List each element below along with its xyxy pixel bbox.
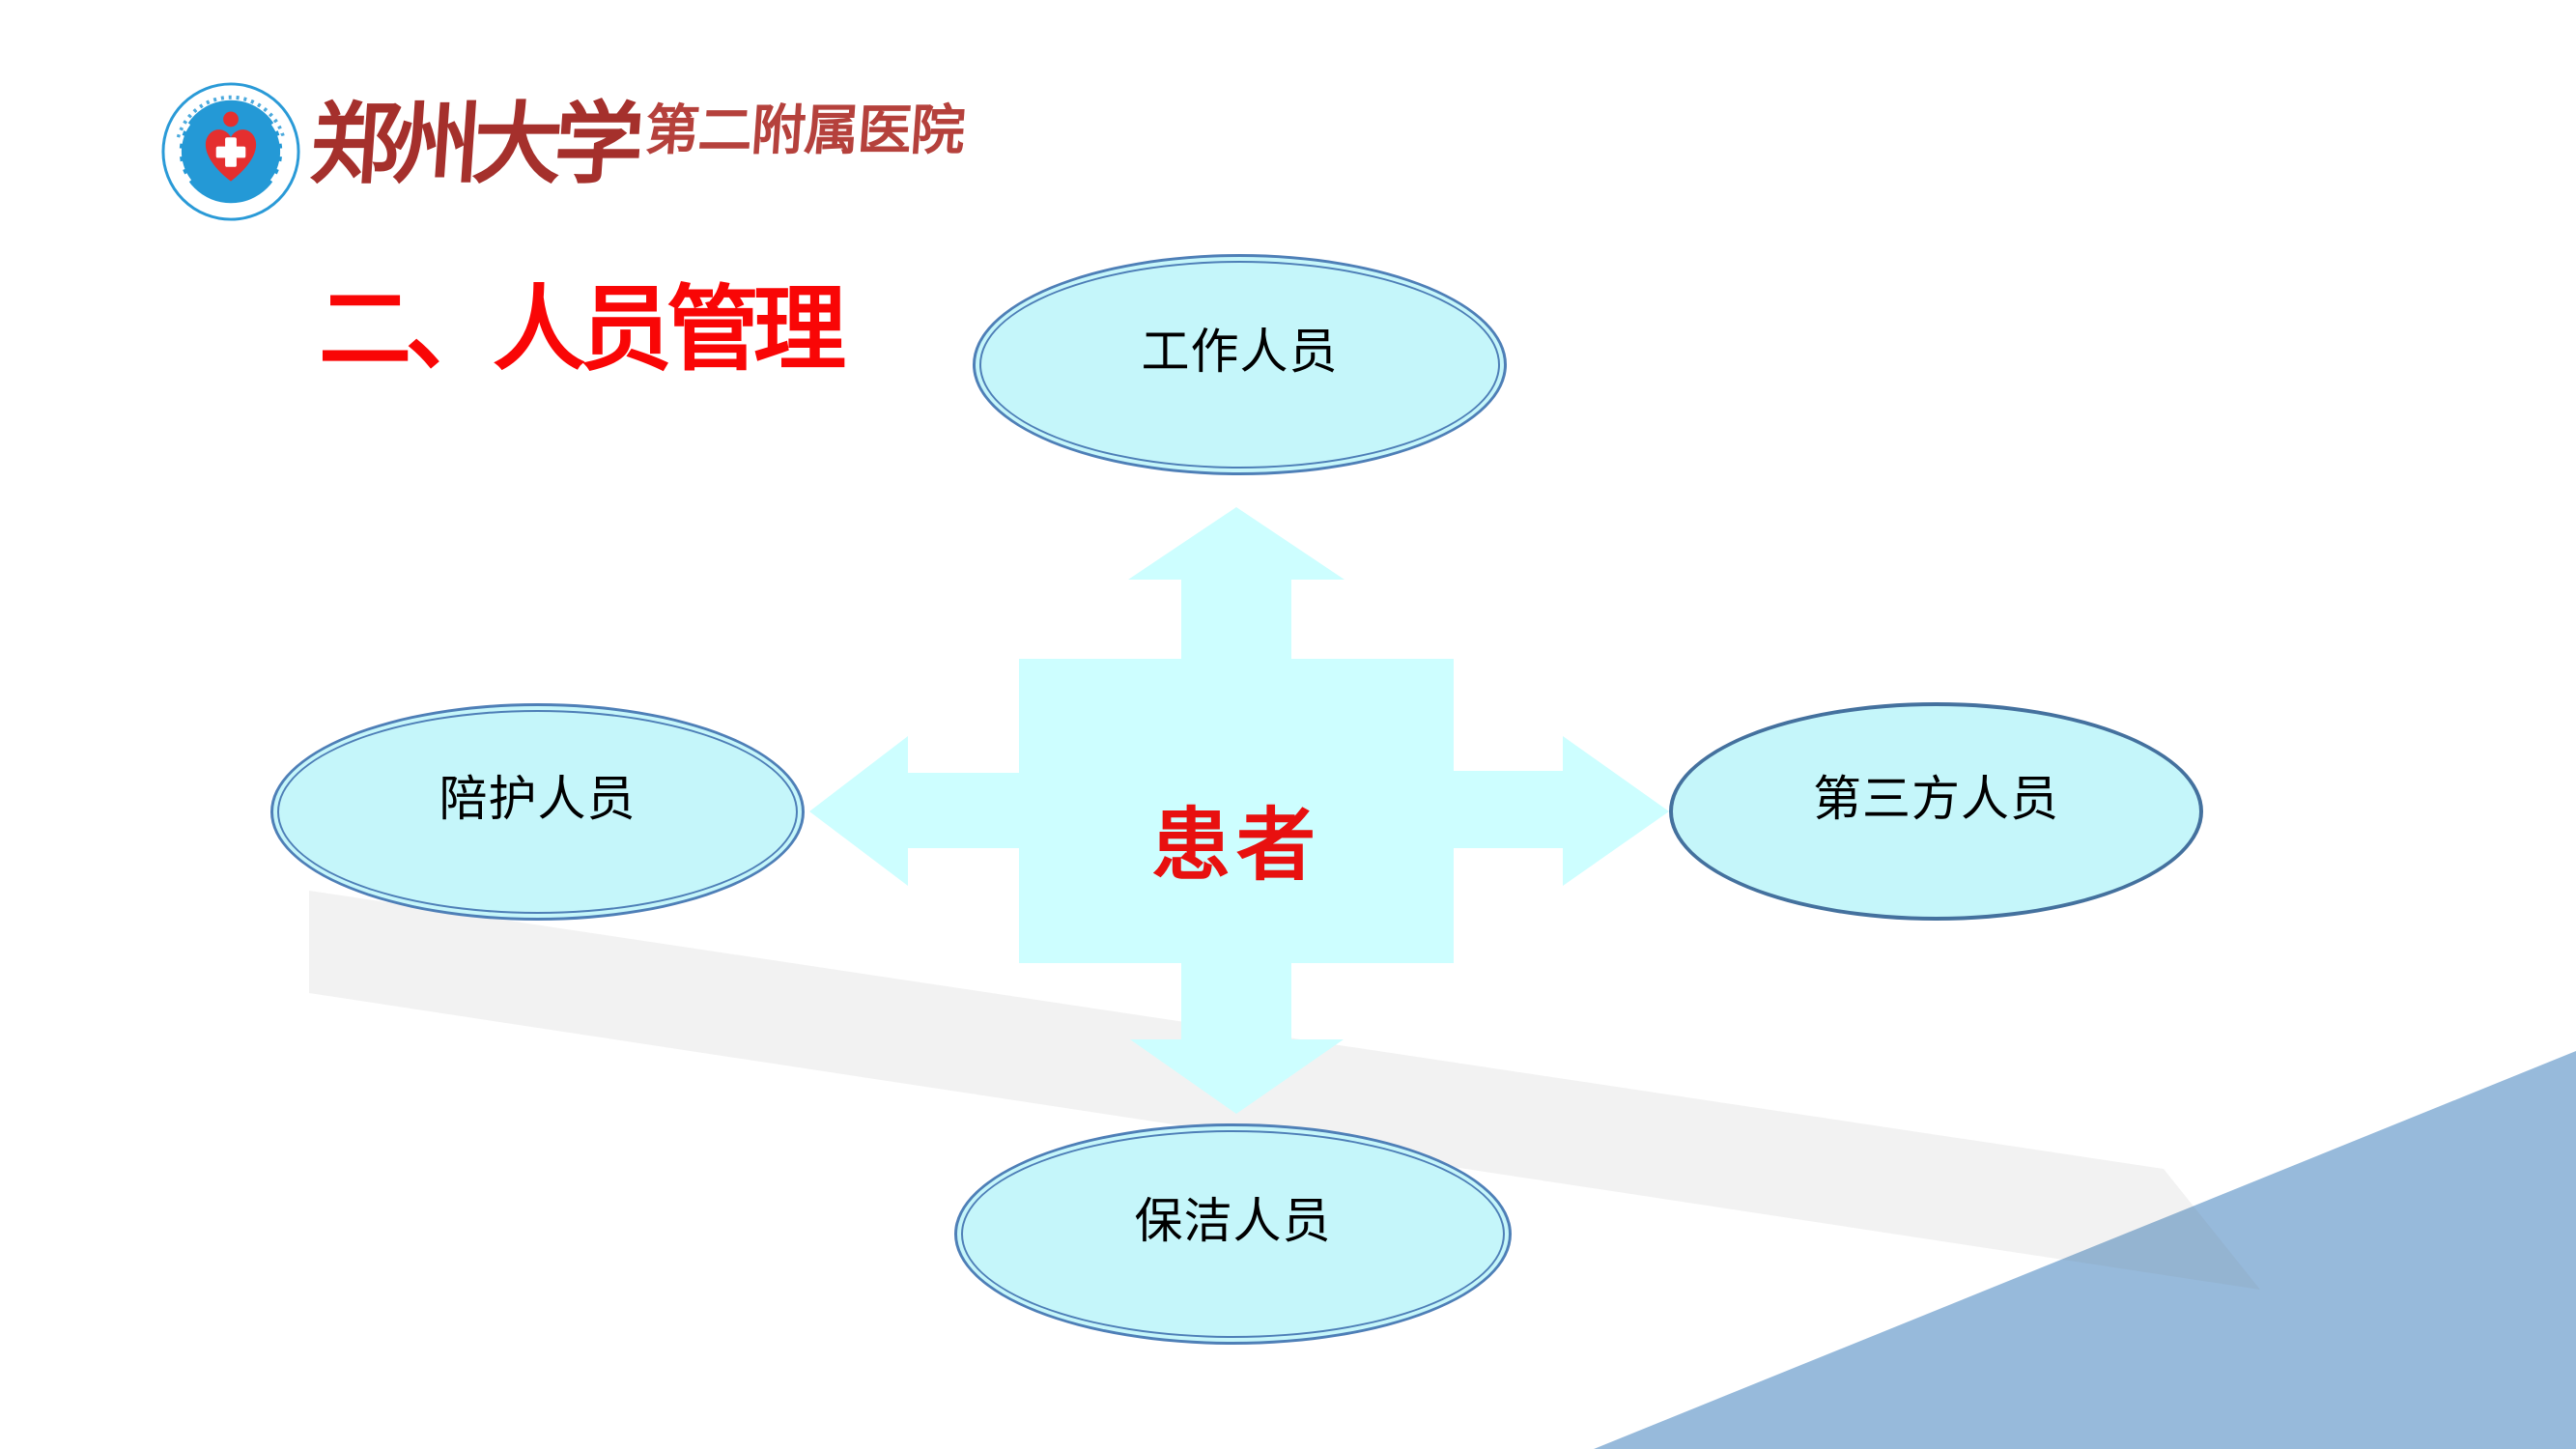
node-ellipse-third-party: 第三方人员 bbox=[1669, 702, 2203, 921]
hospital-logo-icon bbox=[161, 82, 300, 221]
center-patient-label: 患者 bbox=[1150, 801, 1321, 890]
node-label-caregivers: 陪护人员 bbox=[439, 771, 637, 826]
node-label-cleaning: 保洁人员 bbox=[1134, 1193, 1332, 1248]
node-label-third-party: 第三方人员 bbox=[1813, 771, 2059, 826]
node-label-staff: 工作人员 bbox=[1141, 324, 1339, 379]
node-ellipse-caregivers: 陪护人员 bbox=[270, 703, 805, 921]
node-ellipse-cleaning: 保洁人员 bbox=[954, 1123, 1512, 1345]
slide-title: 二、人员管理 bbox=[319, 278, 846, 382]
node-ellipse-staff: 工作人员 bbox=[973, 254, 1507, 475]
